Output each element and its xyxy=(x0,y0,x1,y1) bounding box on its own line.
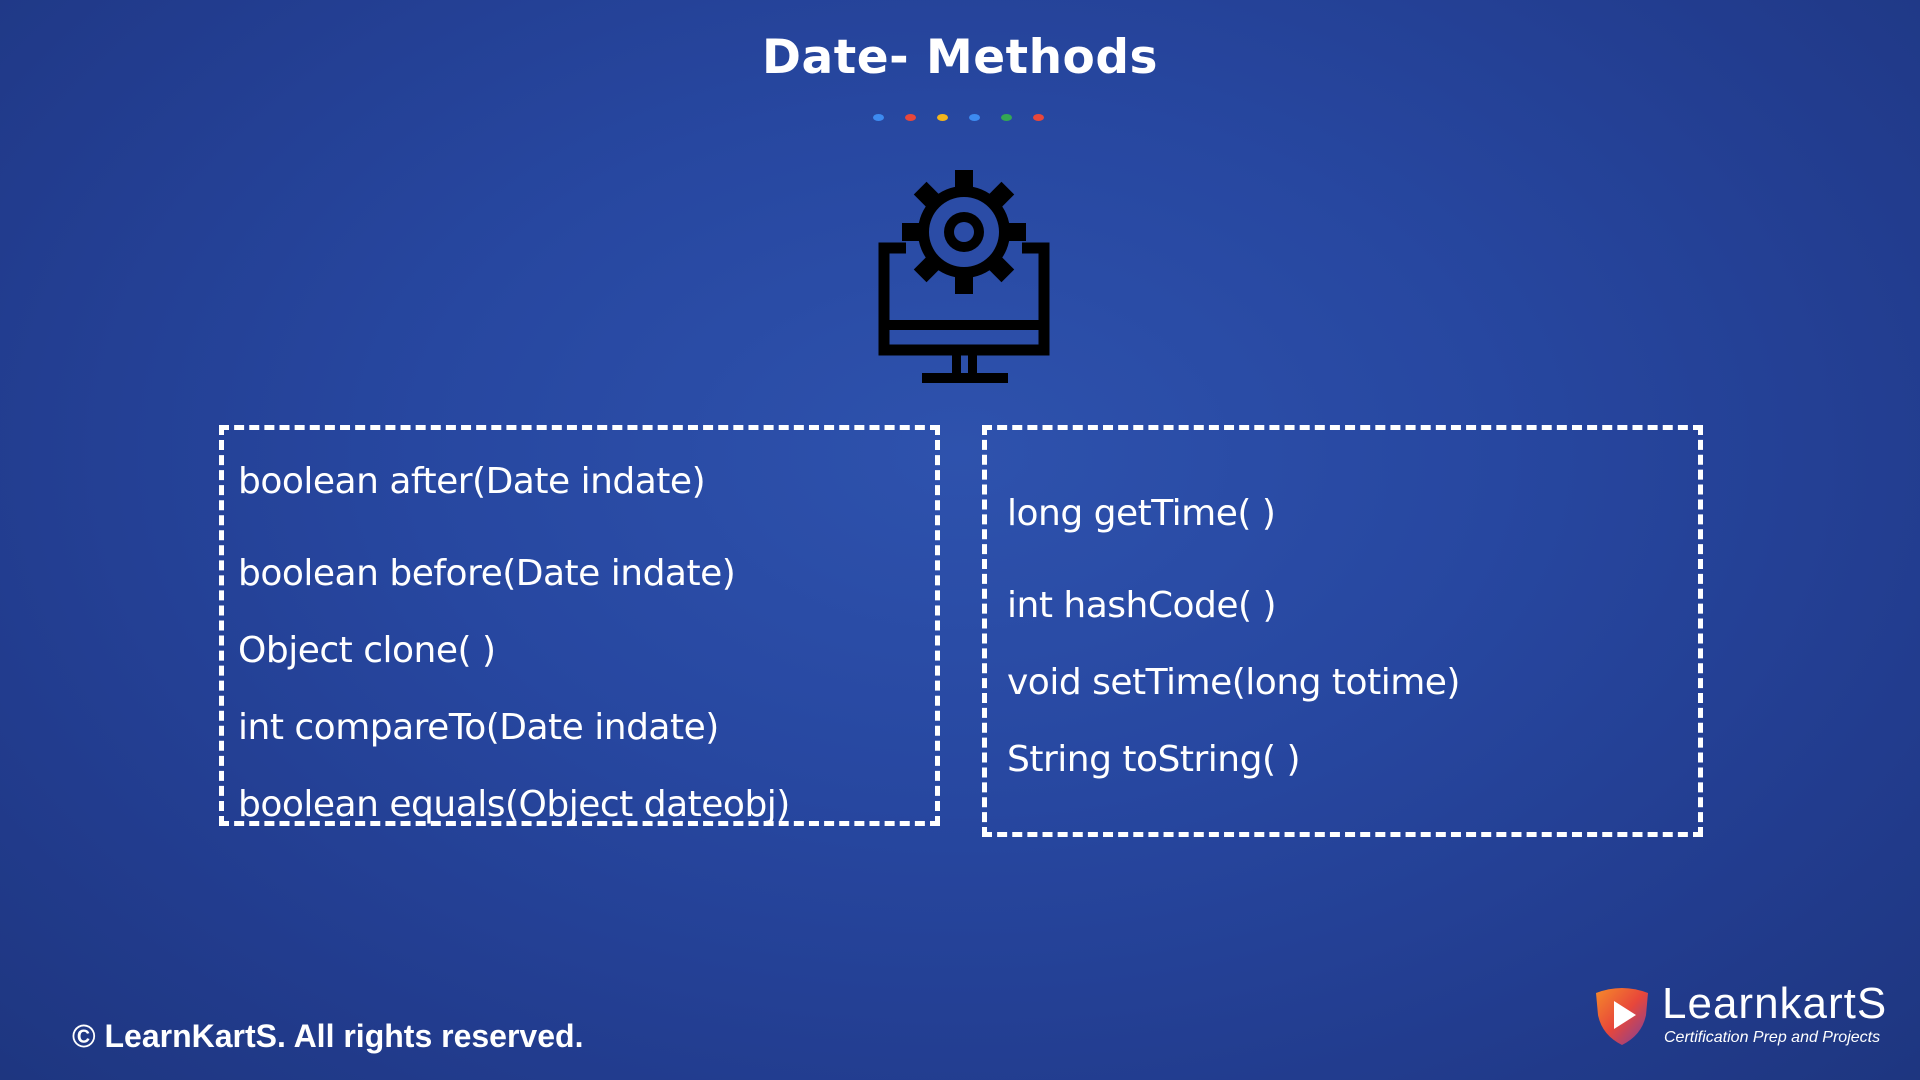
method-item: void setTime(long totime) xyxy=(1007,662,1460,703)
slide-title: Date- Methods xyxy=(762,30,1158,85)
logo-name: LearnkartS xyxy=(1662,979,1888,1028)
method-item: int compareTo(Date indate) xyxy=(238,707,719,748)
copyright-notice: © LearnKartS. All rights reserved. xyxy=(72,1018,584,1054)
dot xyxy=(873,114,884,121)
logo-tagline: Certification Prep and Projects xyxy=(1664,1029,1881,1046)
dot xyxy=(1001,114,1012,121)
decorative-dots xyxy=(873,114,1044,121)
method-item: boolean equals(Object dateobj) xyxy=(238,784,790,825)
method-item: int hashCode( ) xyxy=(1007,585,1277,626)
method-item: Object clone( ) xyxy=(238,630,496,671)
method-item: boolean after(Date indate) xyxy=(238,461,706,502)
monitor-gear-icon xyxy=(878,170,1050,383)
method-item: boolean before(Date indate) xyxy=(238,553,736,594)
dot xyxy=(1033,114,1044,121)
methods-box-right: long getTime( ) int hashCode( ) void set… xyxy=(982,425,1703,837)
learnkarts-logo: LearnkartS Certification Prep and Projec… xyxy=(1592,979,1892,1055)
dot xyxy=(969,114,980,121)
shield-play-icon xyxy=(1596,988,1648,1045)
methods-box-left: boolean after(Date indate) boolean befor… xyxy=(219,425,940,826)
method-item: long getTime( ) xyxy=(1007,493,1276,534)
dot xyxy=(905,114,916,121)
dot xyxy=(937,114,948,121)
method-item: String toString( ) xyxy=(1007,739,1301,780)
